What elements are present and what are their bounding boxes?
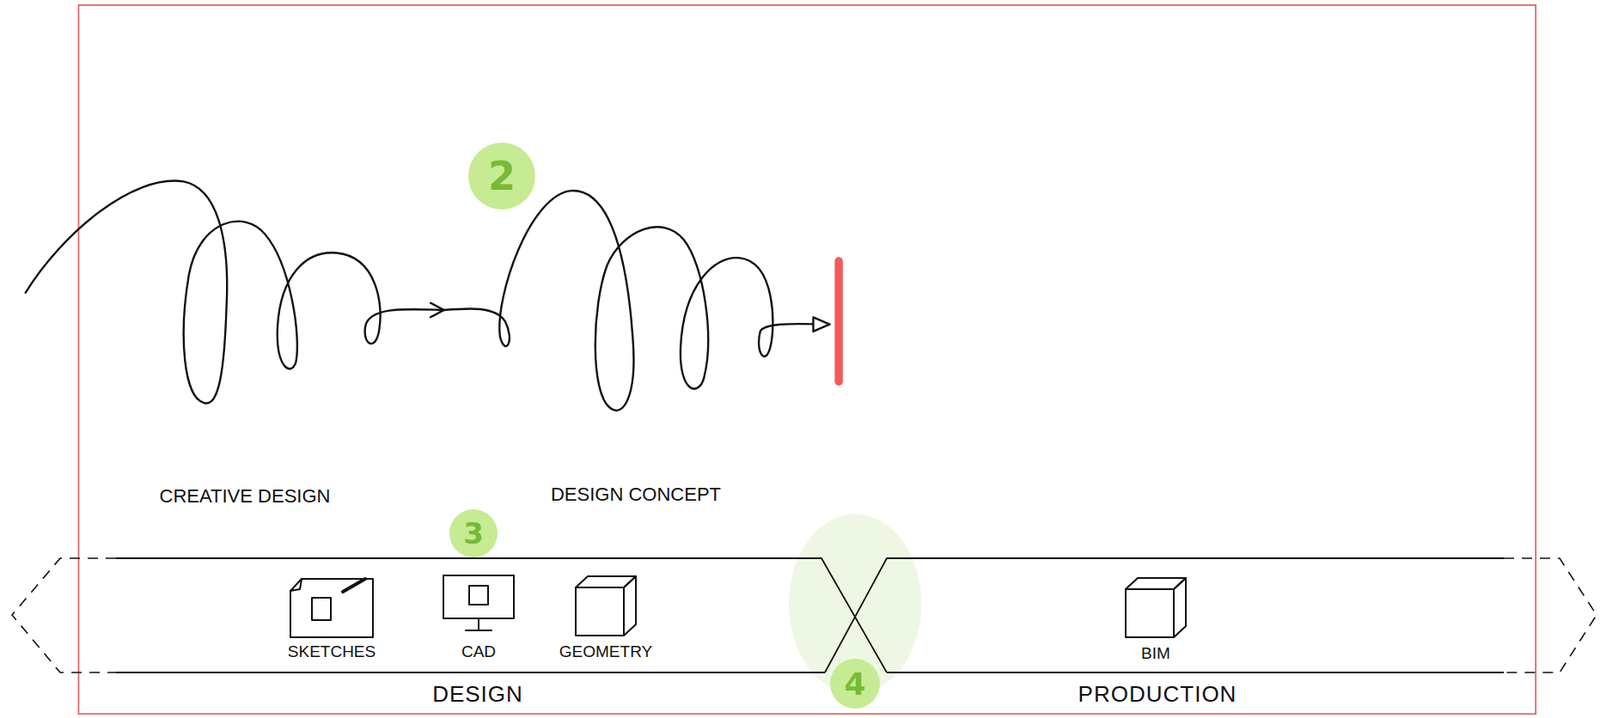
band-edge — [116, 558, 887, 673]
band-outline — [821, 558, 1600, 673]
process-band: PRODUCTIONBIM — [821, 558, 1600, 673]
cube-icon — [1099, 575, 1212, 642]
cube-icon — [549, 574, 662, 640]
cad-icon — [422, 574, 535, 640]
paper-sheet — [290, 579, 373, 638]
callout-number: 4 — [830, 659, 880, 709]
concept-squiggle — [444, 190, 831, 411]
process-band: DESIGNSKETCHESCADGEOMETRY — [8, 558, 888, 673]
stage-label: DESIGN CONCEPT — [550, 483, 721, 507]
callout-number: 2 — [468, 142, 536, 210]
cube-front — [1125, 589, 1174, 638]
monitor-screen — [443, 575, 514, 619]
icon-label: GEOMETRY — [549, 642, 662, 662]
sketch-square — [311, 598, 331, 621]
tool-icon: BIM — [1099, 575, 1212, 666]
arrow-head — [812, 317, 830, 332]
sketch-icon — [275, 574, 388, 640]
band-label: PRODUCTION — [1078, 681, 1238, 708]
cube-side — [623, 576, 636, 636]
band-dashed-end — [12, 558, 117, 673]
icon-label: SKETCHES — [275, 642, 388, 662]
arrow-head — [430, 303, 444, 318]
stage-label: CREATIVE DESIGN — [159, 485, 331, 508]
creative-squiggle — [25, 181, 445, 404]
icon-label: BIM — [1099, 644, 1212, 664]
band-outline-group — [824, 558, 1597, 673]
tool-icon: CAD — [422, 574, 535, 664]
monitor-stand — [465, 618, 492, 631]
tool-icon: GEOMETRY — [549, 574, 662, 664]
screen-square — [469, 586, 489, 605]
callout-number: 3 — [449, 509, 498, 558]
band-edge — [886, 671, 1504, 674]
band-dashed-end — [1503, 558, 1597, 673]
band-outline-group — [12, 558, 887, 673]
band-edge — [116, 671, 825, 674]
stop-bar — [834, 261, 843, 382]
pen — [342, 579, 366, 593]
cube-side — [1173, 578, 1186, 638]
icon-label: CAD — [422, 642, 535, 662]
paper-fold — [290, 579, 302, 592]
band-label: DESIGN — [432, 681, 524, 708]
cube-front — [575, 587, 624, 636]
band-edge — [824, 558, 1504, 673]
tool-icon: SKETCHES — [275, 574, 388, 664]
